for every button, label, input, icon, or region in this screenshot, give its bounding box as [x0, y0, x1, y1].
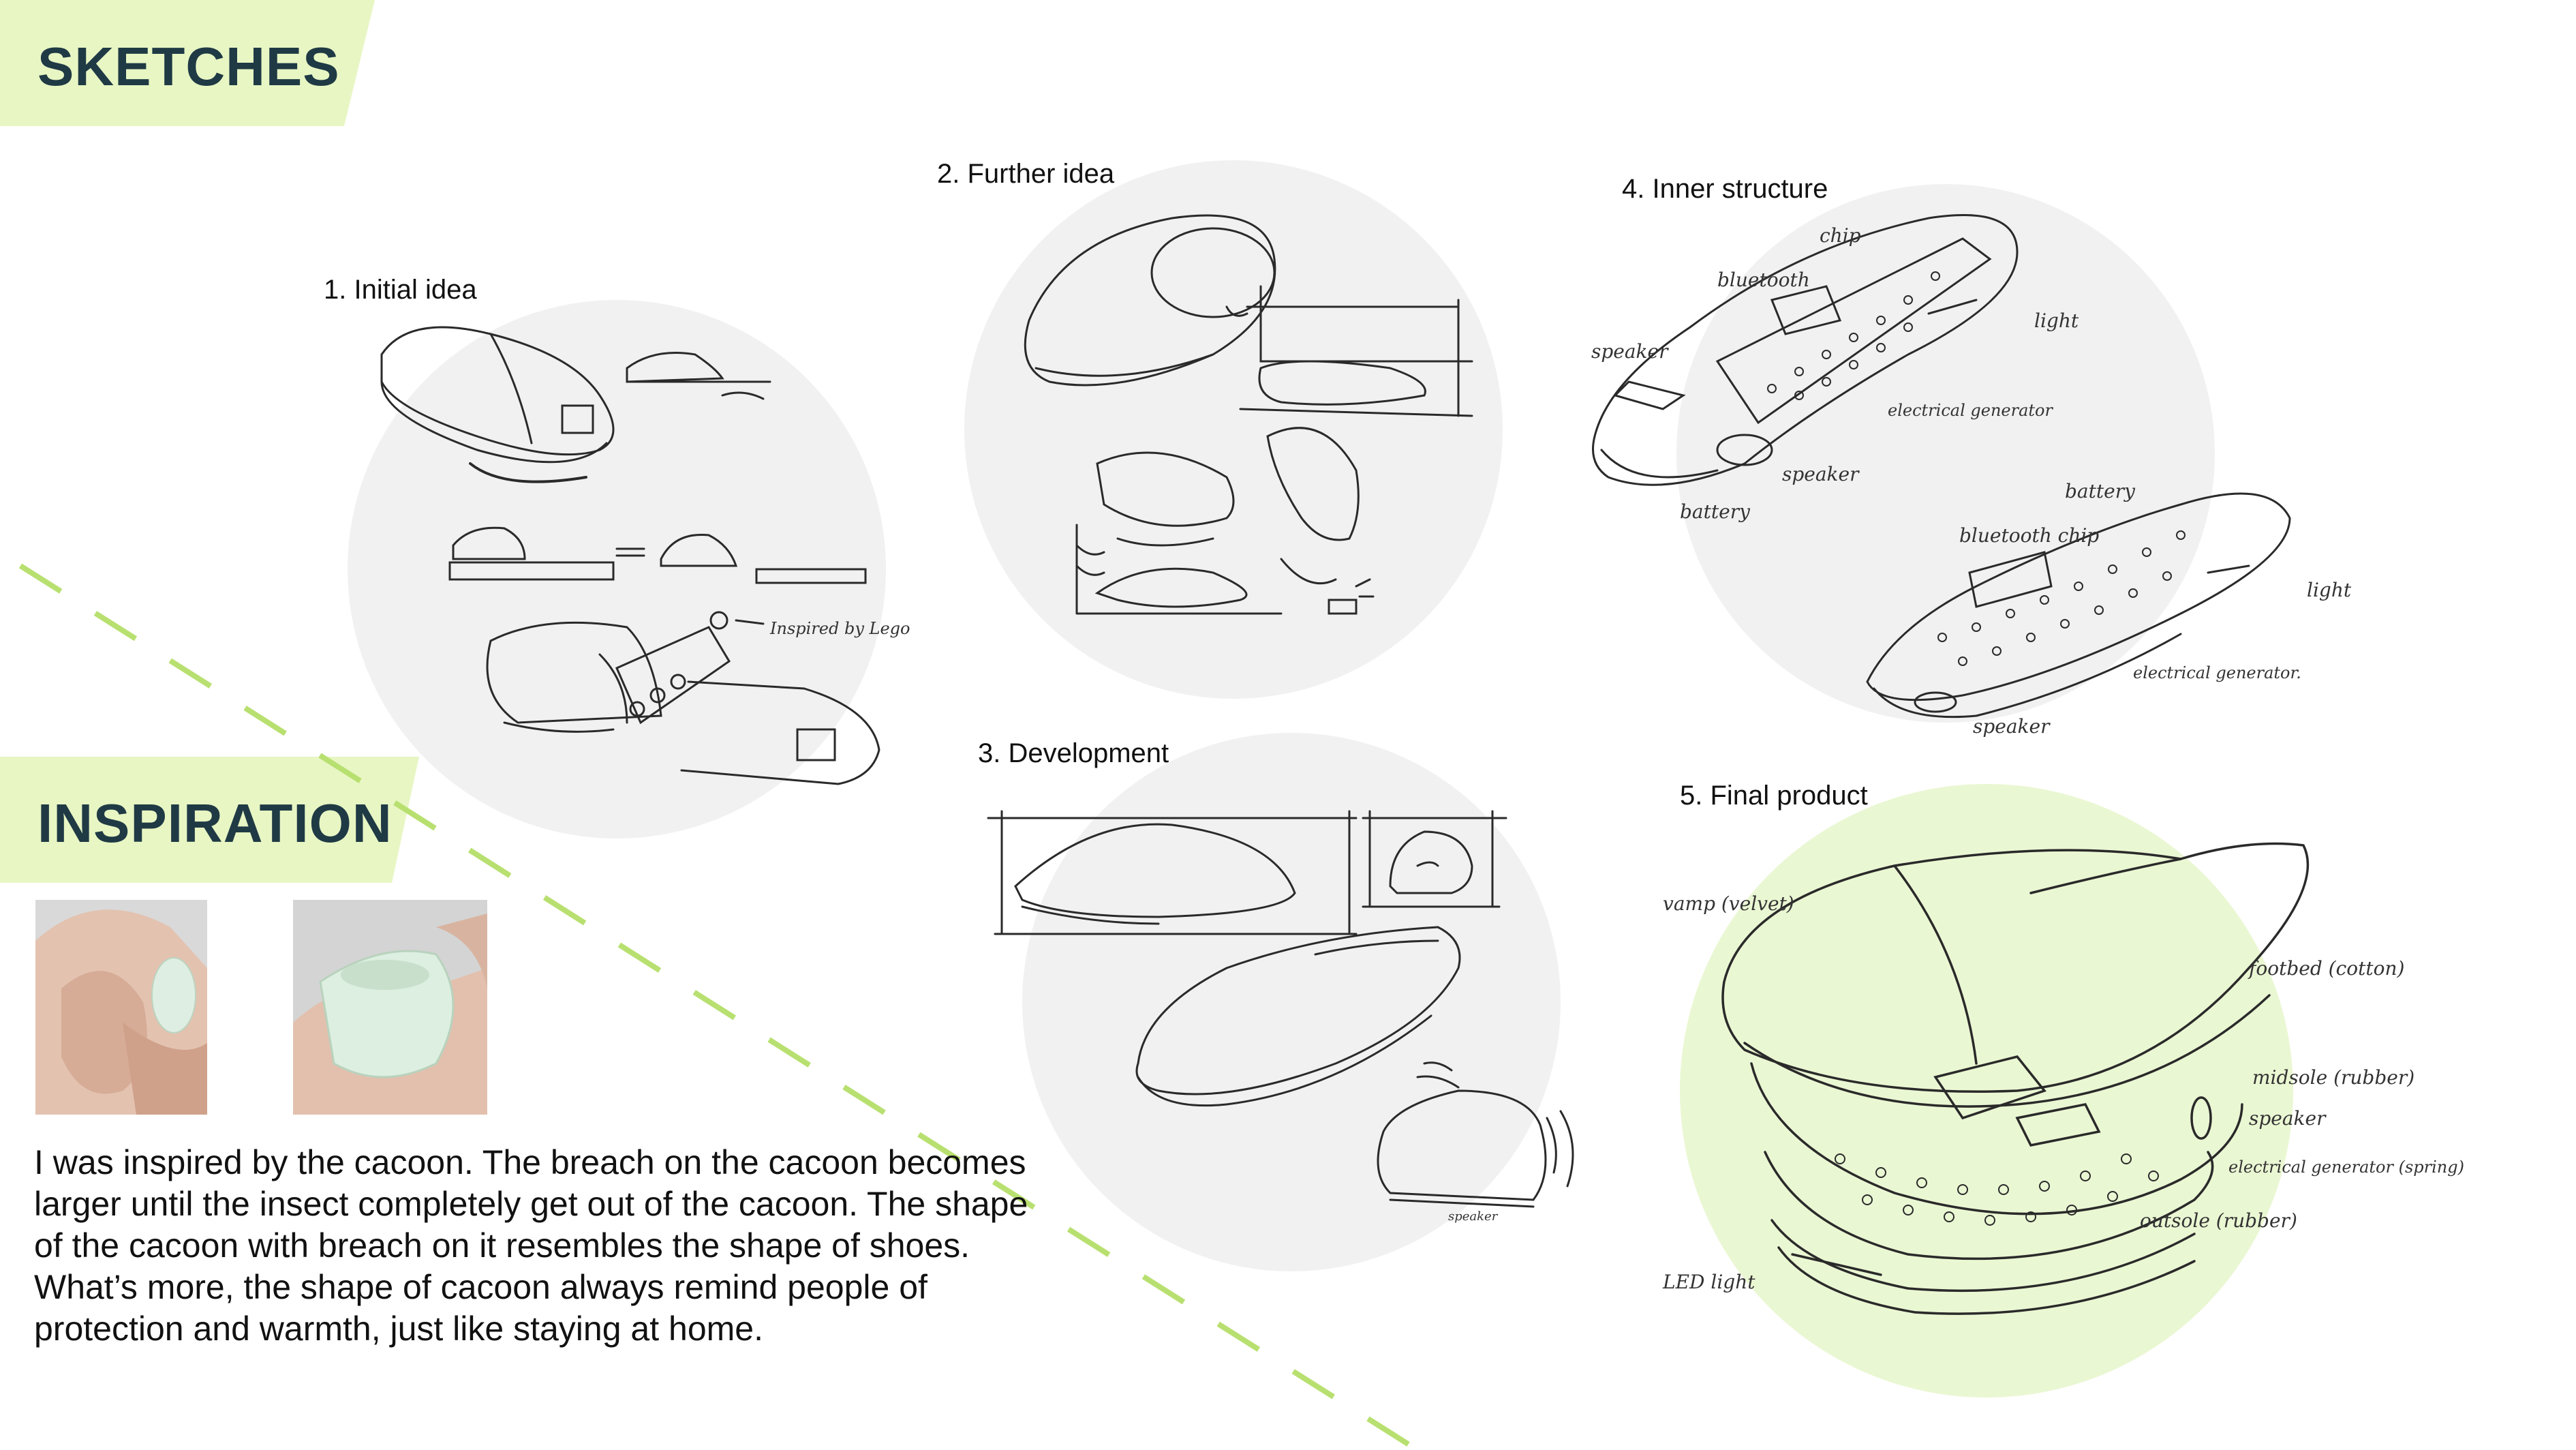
- note-light-right: light: [2307, 579, 2352, 601]
- inspiration-paragraph-2: What’s more, the shape of cacoon always …: [34, 1268, 927, 1348]
- circle-development: [1022, 733, 1561, 1271]
- inner-structure-sketches: [1592, 214, 2291, 719]
- inspiration-text: I was inspired by the cacoon. The breach…: [34, 1142, 1056, 1350]
- note-footbed: footbed (cotton): [2248, 957, 2404, 980]
- circle-inner-structure: [1676, 184, 2215, 723]
- inspiration-paragraph-1: I was inspired by the cacoon. The breach…: [34, 1143, 1028, 1265]
- note-light-top: light: [2034, 309, 2079, 332]
- cocoon-photo-1: [35, 900, 207, 1115]
- note-speaker-right: speaker: [1973, 715, 2051, 738]
- note-bluetooth-chip: bluetooth chip: [1959, 524, 2099, 547]
- caption-final-product: 5. Final product: [1680, 781, 1868, 811]
- note-midsole: midsole (rubber): [2252, 1066, 2414, 1089]
- note-dev-speaker: speaker: [1448, 1209, 1499, 1224]
- note-electrical-generator-top: electrical generator: [1888, 401, 2053, 420]
- note-battery-right: battery: [2065, 480, 2136, 502]
- further-idea-sketches: [1024, 214, 1473, 615]
- caption-further-idea: 2. Further idea: [937, 159, 1115, 189]
- sketches-title: SKETCHES: [37, 36, 340, 97]
- inspiration-title: INSPIRATION: [37, 793, 393, 854]
- note-speaker-left: speaker: [1591, 340, 1669, 363]
- caption-development: 3. Development: [978, 738, 1169, 768]
- dashed-divider: [18, 563, 1420, 1450]
- final-product-dots: [1835, 1153, 2159, 1226]
- note-chip-top: chip: [1820, 224, 1861, 247]
- note-vamp: vamp (velvet): [1663, 892, 1794, 915]
- final-product-sketch: [1721, 842, 2310, 1315]
- caption-inner-structure: 4. Inner structure: [1622, 174, 1828, 204]
- development-sketches: [987, 810, 1574, 1208]
- inspiration-banner: [0, 757, 419, 883]
- initial-idea-sketches: [380, 326, 880, 785]
- cocoon-photo-2: [293, 900, 487, 1115]
- circle-initial-idea: [348, 300, 886, 839]
- caption-initial-idea: 1. Initial idea: [324, 275, 477, 305]
- note-final-electrical-generator: electrical generator (spring): [2228, 1158, 2464, 1177]
- note-final-speaker: speaker: [2249, 1107, 2327, 1130]
- note-bluetooth-top: bluetooth: [1717, 269, 1810, 291]
- note-outsole: outsole (rubber): [2140, 1209, 2297, 1232]
- circle-further-idea: [964, 160, 1503, 699]
- sketches-banner: [0, 0, 375, 126]
- note-lego: Inspired by Lego: [769, 619, 910, 638]
- note-led-light: LED light: [1662, 1271, 1755, 1293]
- note-electrical-generator-right: electrical generator.: [2133, 663, 2301, 682]
- inner-structure-dots: [1767, 271, 2186, 666]
- note-battery-left: battery: [1680, 500, 1751, 523]
- note-speaker-bottom: speaker: [1782, 463, 1860, 485]
